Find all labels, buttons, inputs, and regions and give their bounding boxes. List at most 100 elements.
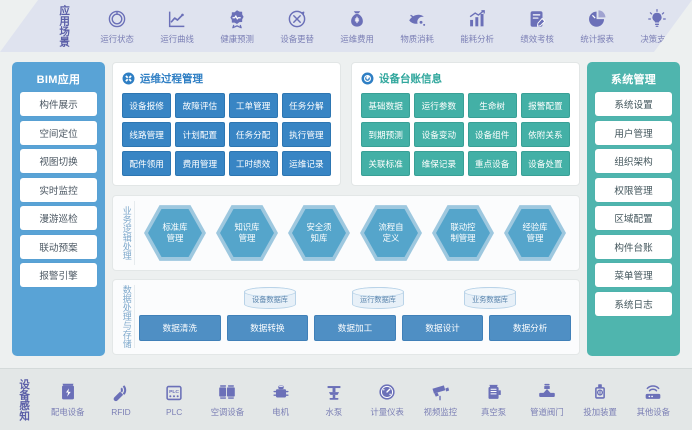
top-item-4[interactable]: 设备更替 bbox=[267, 8, 327, 45]
process-cell-5[interactable]: 线路管理 bbox=[122, 122, 172, 147]
process-cell-2[interactable]: 故障评估 bbox=[175, 93, 225, 118]
sidebar-item-system-5[interactable]: 区域配置 bbox=[595, 206, 672, 230]
sidebar-item-system-7[interactable]: 菜单管理 bbox=[595, 263, 672, 287]
process-cell-9[interactable]: 配件领用 bbox=[122, 151, 172, 176]
sidebar-item-system-4[interactable]: 权限管理 bbox=[595, 177, 672, 202]
process-cell-10[interactable]: 费用管理 bbox=[175, 151, 225, 176]
bottom-item-label: 空调设备 bbox=[210, 407, 245, 417]
business-hex-label: 标准库管理 bbox=[162, 222, 188, 243]
business-hex-1[interactable]: 标准库管理 bbox=[144, 204, 206, 262]
bottom-item-7[interactable]: 计量仪表 bbox=[361, 381, 413, 418]
sidebar-item-bim-6[interactable]: 联动预案 bbox=[20, 234, 97, 259]
pipe-valve-icon bbox=[536, 381, 558, 403]
top-item-label: 运行状态 bbox=[100, 33, 134, 44]
cylinder-shape: 运行数据库 bbox=[352, 287, 404, 309]
sidebar-item-bim-2[interactable]: 空间定位 bbox=[20, 120, 97, 145]
process-cell-3[interactable]: 工单管理 bbox=[228, 93, 278, 118]
ledger-cell-3[interactable]: 生命树 bbox=[467, 93, 517, 118]
ledger-cell-10[interactable]: 维保记录 bbox=[414, 151, 464, 176]
ledger-cell-4[interactable]: 报警配置 bbox=[520, 93, 570, 118]
vacuum-pump-icon bbox=[483, 381, 505, 403]
process-cell-4[interactable]: 任务分解 bbox=[281, 93, 331, 118]
bottom-item-4[interactable]: 空调设备 bbox=[201, 381, 253, 418]
sidebar-item-bim-5[interactable]: 漫游巡检 bbox=[20, 206, 97, 230]
replace-cycle-icon bbox=[286, 8, 308, 30]
ledger-cell-1[interactable]: 基础数据 bbox=[361, 93, 411, 118]
line-chart-icon bbox=[166, 8, 188, 30]
ledger-cell-11[interactable]: 重点设备 bbox=[467, 151, 517, 176]
data-step-5[interactable]: 数据分析 bbox=[489, 315, 571, 341]
top-item-5[interactable]: 运维费用 bbox=[327, 8, 387, 45]
top-item-10[interactable]: 决策支持 bbox=[627, 8, 687, 45]
top-item-3[interactable]: 健康预测 bbox=[207, 8, 267, 45]
top-bar-items: 运行状态 运行曲线 健康预测 设备更替 运维费用 物质消耗 能耗分析 绩效考核 … bbox=[87, 8, 687, 45]
data-step-4[interactable]: 数据设计 bbox=[401, 315, 484, 341]
top-item-label: 统计报表 bbox=[580, 33, 614, 44]
bottom-item-10[interactable]: 管道阀门 bbox=[521, 381, 573, 418]
process-cell-1[interactable]: 设备报修 bbox=[122, 93, 172, 118]
lightbulb-icon bbox=[646, 8, 668, 30]
bottom-item-1[interactable]: 配电设备 bbox=[42, 381, 94, 418]
sidebar-item-system-1[interactable]: 系统设置 bbox=[595, 92, 672, 116]
sidebar-item-system-2[interactable]: 用户管理 bbox=[595, 120, 672, 145]
sidebar-item-system-8[interactable]: 系统日志 bbox=[595, 291, 672, 316]
data-step-2[interactable]: 数据转换 bbox=[226, 315, 309, 341]
bottom-item-3[interactable]: PLC PLC bbox=[148, 382, 200, 417]
top-item-6[interactable]: 物质消耗 bbox=[387, 8, 447, 45]
top-application-scenario-bar: 应用场景 运行状态 运行曲线 健康预测 设备更替 运维费用 物质消耗 能耗分析 … bbox=[0, 0, 692, 52]
ledger-cell-5[interactable]: 到期预测 bbox=[361, 122, 411, 147]
panel-process-title: 运维过程管理 bbox=[140, 73, 203, 85]
sidebar-item-bim-7[interactable]: 报警引擎 bbox=[20, 263, 97, 287]
sidebar-item-system-6[interactable]: 构件台账 bbox=[595, 234, 672, 259]
top-item-7[interactable]: 能耗分析 bbox=[447, 8, 507, 45]
business-hex-label: 联动控制管理 bbox=[450, 222, 476, 243]
data-step-1[interactable]: 数据清洗 bbox=[139, 315, 221, 341]
top-item-9[interactable]: 统计报表 bbox=[567, 8, 627, 45]
bottom-item-6[interactable]: 水泵 bbox=[308, 381, 360, 418]
hexagon-inner bbox=[508, 209, 562, 257]
top-item-label: 运维费用 bbox=[340, 33, 374, 44]
ledger-cell-7[interactable]: 设备组件 bbox=[467, 122, 517, 147]
data-layer-label: 数据处理与存储 bbox=[118, 285, 135, 348]
database-row: 设备数据库 运行数据库 业务数据库 bbox=[139, 285, 571, 313]
business-hex-5[interactable]: 联动控制管理 bbox=[432, 204, 494, 262]
sidebar-item-bim-4[interactable]: 实时监控 bbox=[20, 177, 97, 202]
sidebar-item-system-3[interactable]: 组织架构 bbox=[595, 149, 672, 173]
business-logic-layer: 业务逻辑处理 标准库管理 知识库管理 安全须知库 流程自定义 bbox=[112, 195, 580, 271]
ledger-cell-8[interactable]: 依附关系 bbox=[520, 122, 570, 147]
ledger-cell-9[interactable]: 关联标准 bbox=[361, 151, 411, 176]
cylinder-shape: 设备数据库 bbox=[244, 287, 296, 309]
process-cell-11[interactable]: 工时绩效 bbox=[228, 151, 278, 176]
sidebar-item-bim-1[interactable]: 构件展示 bbox=[20, 92, 97, 116]
top-item-1[interactable]: 运行状态 bbox=[87, 8, 147, 45]
bottom-item-label: PLC bbox=[166, 407, 183, 417]
data-step-3[interactable]: 数据加工 bbox=[314, 315, 396, 341]
ledger-cell-12[interactable]: 设备处置 bbox=[520, 151, 570, 176]
bottom-item-5[interactable]: 电机 bbox=[255, 381, 307, 418]
left-sidebar-items: 构件展示空间定位视图切换实时监控漫游巡检联动预案报警引擎 bbox=[20, 92, 97, 292]
bottom-item-8[interactable]: 视频监控 bbox=[414, 381, 466, 418]
process-cell-6[interactable]: 计划配置 bbox=[175, 122, 225, 147]
top-item-2[interactable]: 运行曲线 bbox=[147, 8, 207, 45]
bottom-item-9[interactable]: 真空泵 bbox=[468, 381, 520, 418]
business-hex-3[interactable]: 安全须知库 bbox=[288, 204, 350, 262]
panel-ledger-title: 设备台账信息 bbox=[379, 73, 442, 85]
process-cell-7[interactable]: 任务分配 bbox=[228, 122, 278, 147]
bottom-item-12[interactable]: 其他设备 bbox=[627, 381, 679, 418]
panel-process-header: 运维过程管理 bbox=[122, 71, 331, 86]
process-cell-8[interactable]: 执行管理 bbox=[281, 122, 331, 147]
panel-equipment-ledger-info: 设备台账信息 基础数据运行参数生命树报警配置到期预测设备变动设备组件依附关系关联… bbox=[351, 62, 580, 186]
business-hex-4[interactable]: 流程自定义 bbox=[360, 204, 422, 262]
bottom-item-label: 视频监控 bbox=[423, 407, 458, 417]
business-hex-2[interactable]: 知识库管理 bbox=[216, 204, 278, 262]
process-cell-12[interactable]: 运维记录 bbox=[281, 151, 331, 176]
dosing-device-icon bbox=[589, 381, 611, 403]
top-item-8[interactable]: 绩效考核 bbox=[507, 8, 567, 45]
ledger-cell-2[interactable]: 运行参数 bbox=[414, 93, 464, 118]
ledger-cell-6[interactable]: 设备变动 bbox=[414, 122, 464, 147]
bottom-item-label: 管道阀门 bbox=[530, 407, 564, 417]
bottom-item-11[interactable]: 投加装置 bbox=[574, 381, 626, 418]
bottom-item-2[interactable]: RFID bbox=[95, 382, 147, 417]
business-hex-6[interactable]: 经验库管理 bbox=[504, 204, 566, 262]
sidebar-item-bim-3[interactable]: 视图切换 bbox=[20, 149, 97, 173]
